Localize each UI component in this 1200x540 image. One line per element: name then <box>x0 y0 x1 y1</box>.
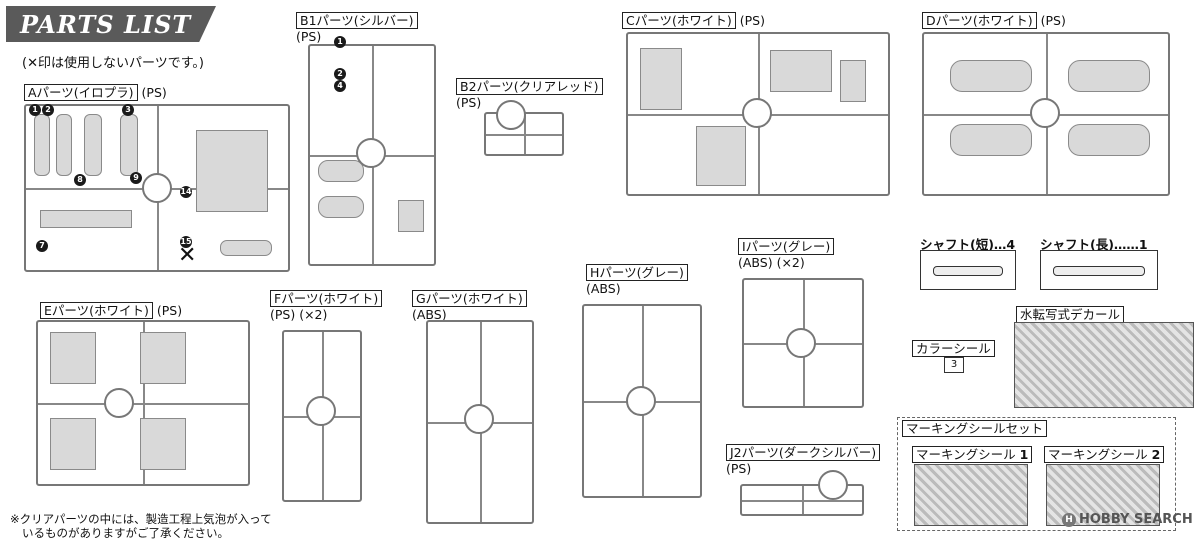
marking-seal-1 <box>914 464 1028 526</box>
part-b1-label: B1パーツ(シルバー) (PS) <box>296 10 418 44</box>
part-b2-label: B2パーツ(クリアレッド) (PS) <box>456 76 603 110</box>
runner-j2 <box>740 484 864 516</box>
part-e-piece <box>140 332 186 384</box>
part-number: 7 <box>36 240 48 252</box>
marking-set-label: マーキングシールセット <box>902 418 1048 437</box>
part-number: 14 <box>180 186 192 198</box>
part-number: 2 <box>334 68 346 80</box>
part-d-label: Dパーツ(ホワイト) (PS) <box>922 10 1066 29</box>
shaft-short-label: シャフト(短)…4 <box>920 237 1016 252</box>
part-a-piece <box>84 114 102 176</box>
unused-parts-note: (✕印は使用しないパーツです。) <box>22 56 204 71</box>
runner-h-hub <box>626 386 656 416</box>
marking-1-label: マーキングシール 1 <box>912 444 1033 463</box>
waterslide-decal-label: 水転写式デカール <box>1016 304 1125 323</box>
part-a-piece <box>220 240 272 256</box>
shaft-short <box>920 250 1016 290</box>
runner-d-hub <box>1030 98 1060 128</box>
part-f-label: Fパーツ(ホワイト) (PS) (×2) <box>270 288 383 322</box>
part-b1-piece <box>318 160 364 182</box>
runner-b2-hub <box>496 100 526 130</box>
runner-j2-hub <box>818 470 848 500</box>
part-a-piece <box>40 210 132 228</box>
runner-b1-hub <box>356 138 386 168</box>
part-number: 9 <box>130 172 142 184</box>
part-c-piece <box>770 50 832 92</box>
runner-g-hub <box>464 404 494 434</box>
part-c-piece <box>640 48 682 110</box>
part-e-piece <box>50 418 96 470</box>
color-seal: 3 <box>944 357 964 373</box>
runner-e-hub <box>104 388 134 418</box>
runner-f-hub <box>306 396 336 426</box>
part-h-label: Hパーツ(グレー) (ABS) <box>586 262 688 296</box>
part-c-piece <box>840 60 866 102</box>
part-b1-piece <box>398 200 424 232</box>
part-number: 15 <box>180 236 192 248</box>
part-a-piece <box>56 114 72 176</box>
shaft-long-label: シャフト(長)……1 <box>1040 237 1148 252</box>
part-d-piece <box>1068 60 1150 92</box>
hobby-search-icon: H <box>1062 512 1076 527</box>
part-c-label: Cパーツ(ホワイト) (PS) <box>622 10 765 29</box>
color-seal-label: カラーシール <box>912 338 995 357</box>
part-number: 4 <box>334 80 346 92</box>
runner-c-hub <box>742 98 772 128</box>
part-d-piece <box>1068 124 1150 156</box>
part-j2-label: J2パーツ(ダークシルバー) (PS) <box>726 442 881 476</box>
part-e-label: Eパーツ(ホワイト) (PS) <box>40 300 182 319</box>
part-g-label: Gパーツ(ホワイト) (ABS) <box>412 288 527 322</box>
part-number: 1 <box>334 36 346 48</box>
marking-seal-set: マーキングシールセット マーキングシール 1 マーキングシール 2 <box>897 417 1176 531</box>
part-a-piece <box>120 114 138 176</box>
waterslide-decal <box>1014 322 1194 408</box>
part-b1-piece <box>318 196 364 218</box>
part-c-piece <box>696 126 746 186</box>
part-i-label: Iパーツ(グレー) (ABS) (×2) <box>738 236 835 270</box>
part-e-piece <box>50 332 96 384</box>
marking-2-label: マーキングシール 2 <box>1044 444 1165 463</box>
part-a-label: Aパーツ(イロプラ) (PS) <box>24 82 167 101</box>
runner-e <box>36 320 250 486</box>
runner-a-hub <box>142 173 172 203</box>
part-d-piece <box>950 124 1032 156</box>
part-e-piece <box>140 418 186 470</box>
part-number: 8 <box>74 174 86 186</box>
parts-list-title-banner: PARTS LIST <box>6 6 216 42</box>
part-d-piece <box>950 60 1032 92</box>
page-title: PARTS LIST <box>20 10 192 39</box>
part-number: 1 <box>29 104 41 116</box>
part-number: 3 <box>122 104 134 116</box>
runner-i-hub <box>786 328 816 358</box>
footnote: ※クリアパーツの中には、製造工程上気泡が入って いるものがありますがご了承くださ… <box>10 512 272 540</box>
unused-mark-icon: ✕ <box>178 243 197 268</box>
part-number: 2 <box>42 104 54 116</box>
shaft-long <box>1040 250 1158 290</box>
part-a-piece <box>196 130 268 212</box>
part-a-piece <box>34 114 50 176</box>
